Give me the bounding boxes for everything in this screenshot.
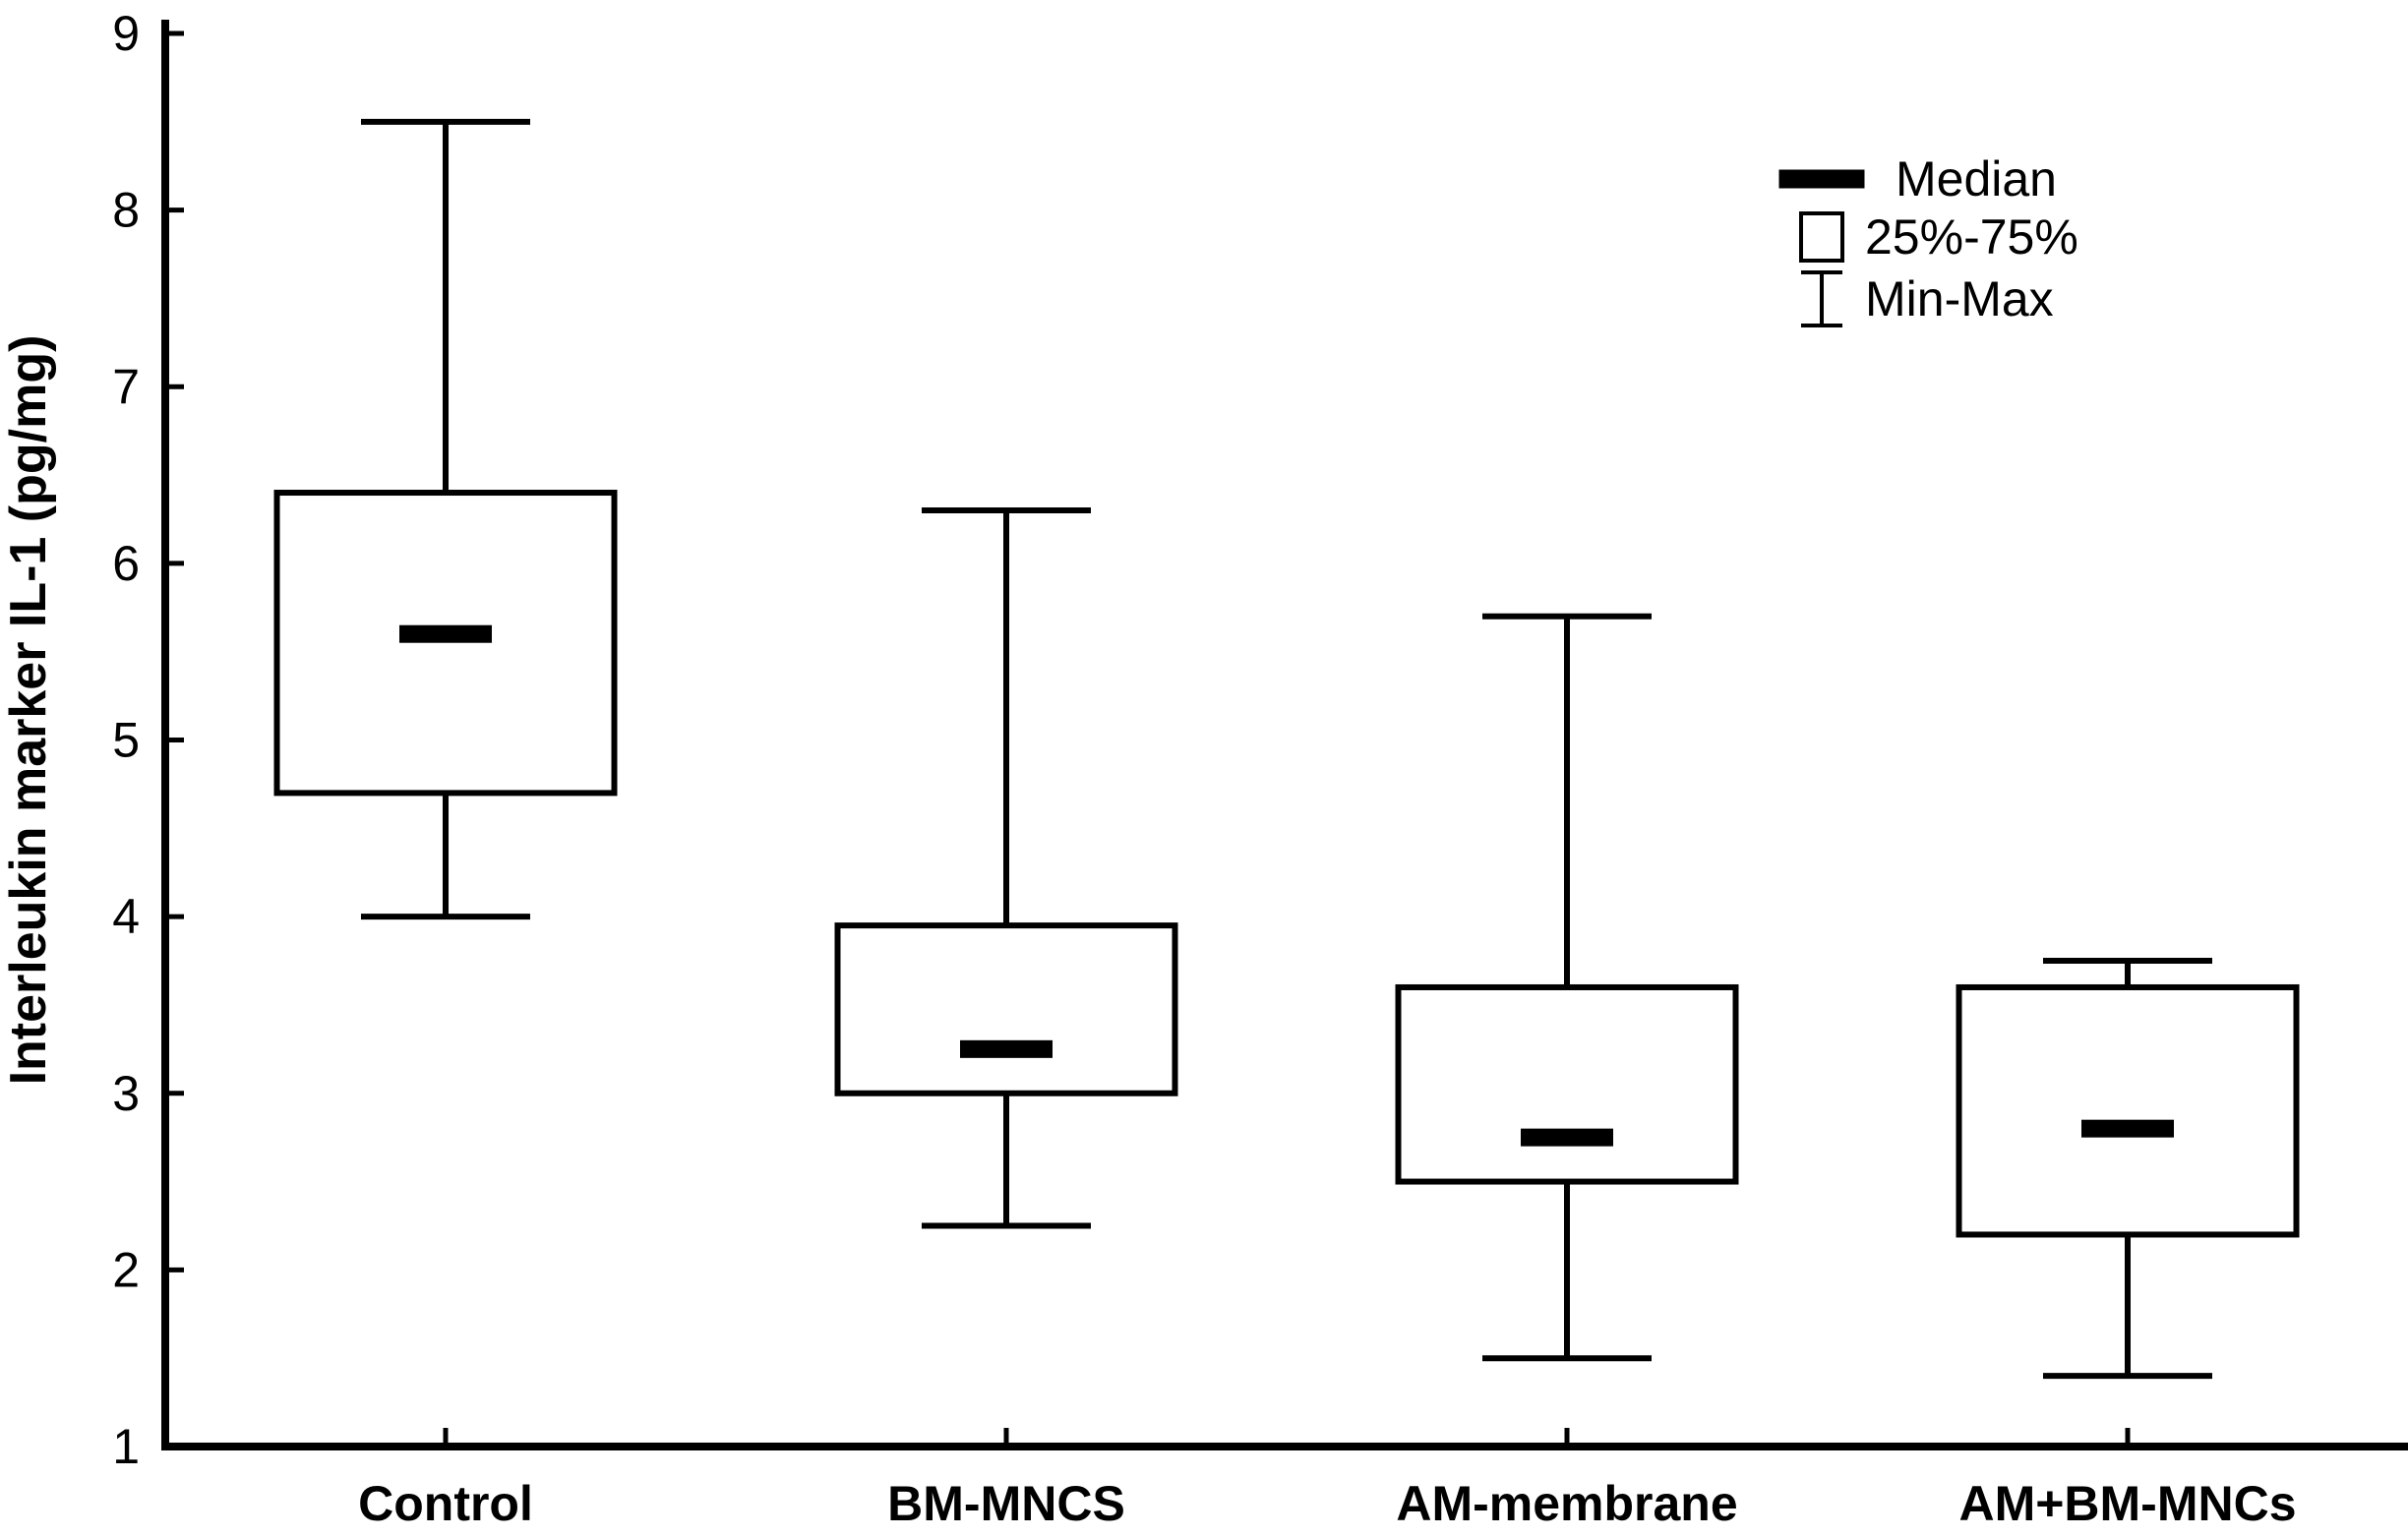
- median-bar: [960, 1039, 1053, 1058]
- iqr-box: [1956, 983, 2300, 1238]
- y-tick-label: 4: [112, 889, 140, 944]
- legend-box-swatch: [1799, 211, 1844, 263]
- y-tick-label: 3: [112, 1066, 140, 1121]
- median-bar: [399, 624, 492, 643]
- category-label: AM+BM-MNCs: [1958, 1476, 2296, 1531]
- y-tick-label: 1: [112, 1419, 140, 1474]
- category-label: Control: [358, 1476, 533, 1531]
- y-tick-label: 2: [112, 1242, 140, 1297]
- y-tick-label: 6: [112, 536, 140, 591]
- legend-label: Median: [1896, 151, 2057, 207]
- legend-median-swatch: [1778, 169, 1865, 189]
- y-tick-label: 5: [112, 713, 140, 768]
- y-tick-label: 9: [112, 6, 140, 61]
- legend-label: Min-Max: [1865, 271, 2054, 326]
- median-bar: [1521, 1128, 1613, 1147]
- y-tick-label: 7: [112, 359, 140, 414]
- legend-label: 25%-75%: [1865, 209, 2078, 265]
- category-label: AM-membrane: [1396, 1476, 1737, 1531]
- median-bar: [2081, 1119, 2174, 1138]
- y-tick-label: 8: [112, 183, 140, 238]
- y-axis-title: Interleukin marker IL-1 (pg/mg): [0, 335, 57, 1086]
- iqr-box: [834, 922, 1178, 1096]
- category-label: BM-MNCS: [887, 1476, 1125, 1531]
- iqr-box: [1395, 983, 1739, 1185]
